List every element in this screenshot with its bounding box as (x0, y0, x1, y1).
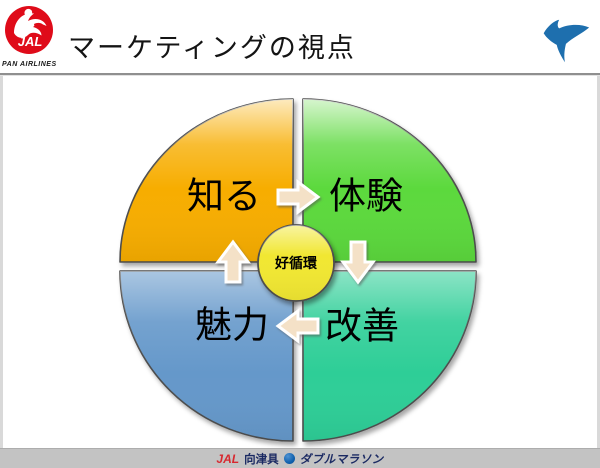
header-divider-highlight (0, 75, 600, 76)
footer-region-text: 向津具 (244, 453, 279, 466)
label-experience: 体験 (329, 174, 403, 218)
quadrant-know-gloss (120, 99, 293, 262)
bird-swoosh-logo (543, 19, 590, 63)
label-improve: 改善 (325, 304, 399, 348)
slide-header: JAL PAN AIRLINES マーケティングの視点 (0, 0, 600, 73)
label-attract: 魅力 (195, 303, 269, 347)
footer-jal-text: JAL (216, 451, 240, 466)
arrow-know-to-experience (276, 179, 321, 215)
label-know: 知る (187, 174, 261, 218)
crane-feather-line (34, 22, 43, 27)
quadrant-attract-gloss (120, 271, 293, 441)
quadrant-improve-gloss (303, 271, 476, 441)
crane-wing-shape (14, 13, 47, 38)
footer-event-text: ダブルマラソン (299, 453, 384, 466)
slide-title: マーケティングの視点 (68, 33, 356, 63)
arrow-experience-to-improve (340, 240, 376, 285)
quadrant-experience-gloss (303, 99, 476, 262)
footer-bar: JAL 向津具 ダブルマラソン (0, 448, 600, 468)
header-divider-line (0, 73, 600, 75)
footer-event-logo-icon (283, 453, 295, 464)
crane-head-shape (24, 8, 33, 17)
jal-crane-logo: JAL (5, 6, 53, 54)
label-center-cycle: 好循環 (275, 256, 317, 272)
arrow-attract-to-know (215, 239, 251, 284)
jal-logo-text: JAL (18, 34, 43, 49)
frame-edge-right (597, 0, 600, 468)
frame-edge-left (0, 0, 3, 468)
bird-swoosh-shape (543, 19, 590, 63)
center-cycle-circle-gloss (258, 225, 334, 301)
arrow-improve-to-attract (275, 308, 320, 344)
jal-logo-subtitle: PAN AIRLINES (2, 61, 57, 68)
